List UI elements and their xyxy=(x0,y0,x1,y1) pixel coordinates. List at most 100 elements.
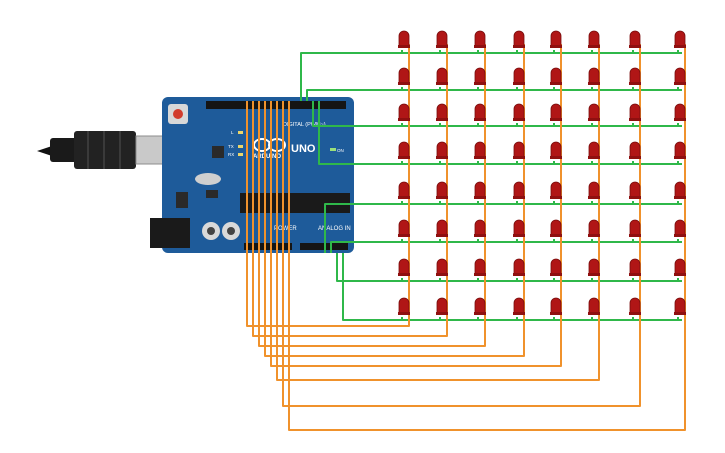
led-body xyxy=(436,297,448,314)
led[interactable] xyxy=(474,181,486,199)
led-body xyxy=(474,103,486,120)
led[interactable] xyxy=(588,258,600,276)
led[interactable] xyxy=(550,30,562,48)
led[interactable] xyxy=(513,219,525,237)
led[interactable] xyxy=(674,219,686,237)
led-rim xyxy=(474,118,486,121)
led-rim xyxy=(674,156,686,159)
led-body xyxy=(674,181,686,198)
led-body xyxy=(474,219,486,236)
led[interactable] xyxy=(398,141,410,159)
led[interactable] xyxy=(550,181,562,199)
led-rim xyxy=(588,234,600,237)
led[interactable] xyxy=(398,219,410,237)
led-body xyxy=(398,297,410,314)
led[interactable] xyxy=(513,141,525,159)
led[interactable] xyxy=(550,103,562,121)
led[interactable] xyxy=(674,30,686,48)
led[interactable] xyxy=(674,103,686,121)
led[interactable] xyxy=(513,297,525,315)
led[interactable] xyxy=(588,181,600,199)
led[interactable] xyxy=(398,297,410,315)
led[interactable] xyxy=(629,103,641,121)
led[interactable] xyxy=(588,67,600,85)
led[interactable] xyxy=(588,103,600,121)
led[interactable] xyxy=(629,219,641,237)
led[interactable] xyxy=(550,258,562,276)
led[interactable] xyxy=(629,67,641,85)
led[interactable] xyxy=(674,181,686,199)
led[interactable] xyxy=(550,219,562,237)
led-body xyxy=(398,141,410,158)
led[interactable] xyxy=(474,219,486,237)
led[interactable] xyxy=(436,67,448,85)
led[interactable] xyxy=(550,67,562,85)
led[interactable] xyxy=(436,30,448,48)
led[interactable] xyxy=(513,30,525,48)
led[interactable] xyxy=(513,181,525,199)
led[interactable] xyxy=(398,67,410,85)
led[interactable] xyxy=(436,181,448,199)
led-rim xyxy=(513,196,525,199)
led[interactable] xyxy=(398,30,410,48)
led[interactable] xyxy=(588,219,600,237)
led[interactable] xyxy=(474,67,486,85)
led[interactable] xyxy=(513,258,525,276)
led[interactable] xyxy=(436,297,448,315)
led[interactable] xyxy=(398,258,410,276)
led[interactable] xyxy=(550,297,562,315)
led[interactable] xyxy=(513,103,525,121)
led-matrix xyxy=(398,30,686,315)
led[interactable] xyxy=(588,30,600,48)
led[interactable] xyxy=(550,141,562,159)
led[interactable] xyxy=(674,297,686,315)
led-body xyxy=(474,141,486,158)
led[interactable] xyxy=(629,258,641,276)
led-body xyxy=(629,297,641,314)
led-body xyxy=(513,103,525,120)
led-body xyxy=(513,67,525,84)
led-rim xyxy=(674,234,686,237)
led-body xyxy=(398,219,410,236)
led[interactable] xyxy=(629,141,641,159)
led-rim xyxy=(588,196,600,199)
led-rim xyxy=(513,82,525,85)
led-body xyxy=(513,219,525,236)
led-rim xyxy=(674,312,686,315)
led-body xyxy=(588,67,600,84)
led[interactable] xyxy=(674,67,686,85)
led[interactable] xyxy=(474,30,486,48)
led-rim xyxy=(474,196,486,199)
led-body xyxy=(588,141,600,158)
led-rim xyxy=(436,196,448,199)
row-wire-to-board xyxy=(324,203,398,253)
led-body xyxy=(513,258,525,275)
led-body xyxy=(674,103,686,120)
led[interactable] xyxy=(588,141,600,159)
led[interactable] xyxy=(629,297,641,315)
led[interactable] xyxy=(629,181,641,199)
led-body xyxy=(513,297,525,314)
led[interactable] xyxy=(436,103,448,121)
led[interactable] xyxy=(474,141,486,159)
led[interactable] xyxy=(474,103,486,121)
led[interactable] xyxy=(436,141,448,159)
led[interactable] xyxy=(436,258,448,276)
led-rim xyxy=(474,234,486,237)
led[interactable] xyxy=(674,258,686,276)
led[interactable] xyxy=(474,258,486,276)
led-body xyxy=(436,219,448,236)
led-rim xyxy=(550,82,562,85)
led[interactable] xyxy=(674,141,686,159)
led-body xyxy=(550,258,562,275)
led-label-l: L xyxy=(231,130,234,135)
led-rim xyxy=(629,156,641,159)
led[interactable] xyxy=(629,30,641,48)
led[interactable] xyxy=(398,181,410,199)
led[interactable] xyxy=(436,219,448,237)
led[interactable] xyxy=(513,67,525,85)
led[interactable] xyxy=(398,103,410,121)
led-rim xyxy=(550,196,562,199)
led[interactable] xyxy=(588,297,600,315)
led[interactable] xyxy=(474,297,486,315)
